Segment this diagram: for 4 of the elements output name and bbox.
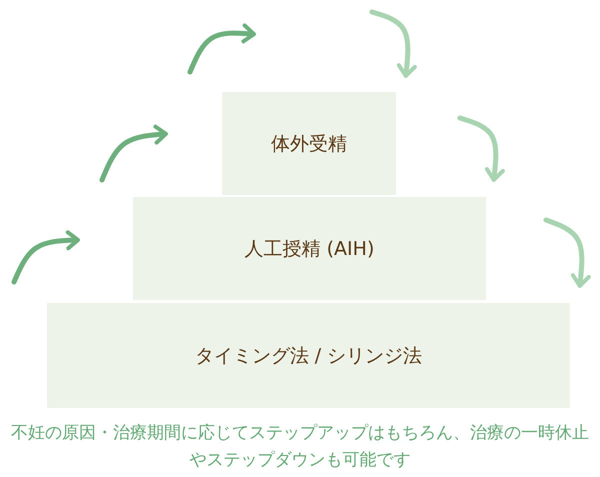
caption: 不妊の原因・治療期間に応じてステップアップはもちろん、治療の一時休止やステップダウンも可能です — [10, 422, 590, 472]
step-label: タイミング法 / シリンジ法 — [194, 344, 422, 368]
step-label: 人工授精 (AIH) — [244, 236, 374, 262]
step-label: 体外受精 — [271, 132, 347, 156]
